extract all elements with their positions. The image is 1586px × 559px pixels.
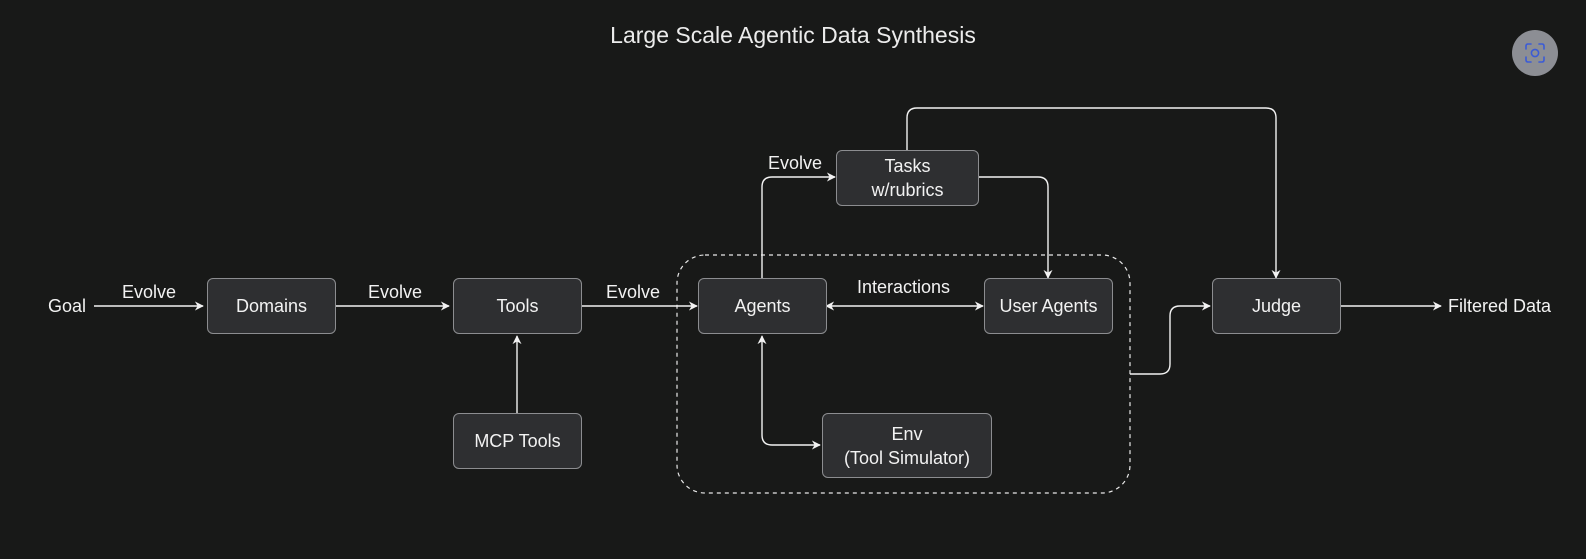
edge-agents-tasks: [761, 172, 836, 278]
node-domains-label: Domains: [235, 296, 308, 316]
node-agents-label: Agents: [734, 296, 791, 316]
diagram-title: Large Scale Agentic Data Synthesis: [610, 22, 976, 48]
node-tasks-sublabel: w/rubrics: [871, 180, 944, 200]
label-evolve-goal-domains: Evolve: [122, 282, 177, 302]
edge-group-judge: [1130, 301, 1211, 375]
label-evolve-tools-agents: Evolve: [606, 282, 661, 302]
node-user-agents[interactable]: User Agents: [984, 278, 1113, 334]
node-mcp-tools-label: MCP Tools: [474, 431, 561, 451]
node-domains[interactable]: Domains: [207, 278, 336, 334]
focus-button[interactable]: [1512, 30, 1558, 76]
edge-agents-env: [757, 335, 821, 450]
node-env[interactable]: Env (Tool Simulator): [822, 413, 992, 478]
focus-scan-icon: [1525, 43, 1545, 63]
label-interactions: Interactions: [857, 277, 951, 297]
node-tasks[interactable]: Tasks w/rubrics: [836, 150, 979, 206]
label-evolve-agents-tasks: Evolve: [768, 153, 823, 173]
node-judge-label: Judge: [1251, 296, 1302, 316]
label-goal: Goal: [48, 296, 87, 316]
node-env-text: Env (Tool Simulator): [844, 422, 970, 470]
node-judge[interactable]: Judge: [1212, 278, 1341, 334]
node-user-agents-label: User Agents: [999, 296, 1098, 316]
node-tools-label: Tools: [496, 296, 539, 316]
label-filtered-data: Filtered Data: [1448, 296, 1552, 316]
node-mcp-tools[interactable]: MCP Tools: [453, 413, 582, 469]
node-tools[interactable]: Tools: [453, 278, 582, 334]
node-agents[interactable]: Agents: [698, 278, 827, 334]
label-evolve-domains-tools: Evolve: [368, 282, 423, 302]
node-env-label: Env: [891, 423, 923, 444]
node-tasks-label: Tasks: [884, 156, 931, 176]
node-tasks-text: Tasks w/rubrics: [871, 154, 943, 202]
edge-tasks-judge: [906, 107, 1281, 279]
edge-tasks-useragents: [977, 176, 1053, 279]
node-env-sublabel: (Tool Simulator): [843, 447, 971, 468]
